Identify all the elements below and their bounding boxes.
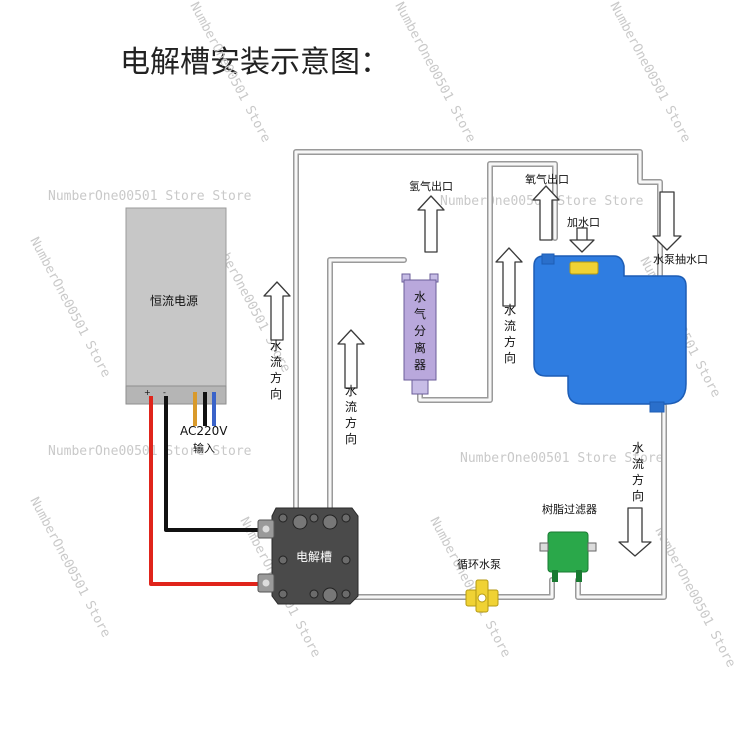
watermark-text: NumberOne00501 Store xyxy=(426,515,513,660)
terminal-screw xyxy=(262,525,270,533)
pump-impeller xyxy=(477,593,487,603)
terminal-negative: - xyxy=(163,388,166,397)
svg-text:水: 水 xyxy=(504,303,516,317)
watermark-text: NumberOne00501 Store xyxy=(26,495,113,640)
svg-text:方: 方 xyxy=(632,472,644,487)
svg-text:方: 方 xyxy=(345,415,357,430)
svg-text:向: 向 xyxy=(345,431,357,446)
terminal-positive: + xyxy=(144,388,151,397)
positive-wire xyxy=(149,396,266,586)
watermark-text: NumberOne00501 Store Store xyxy=(48,189,252,204)
outlet-fitting xyxy=(322,514,338,530)
tank-oxygen-outlet-fitting xyxy=(541,253,555,265)
watermark-text: NumberOne00501 Store xyxy=(606,0,693,145)
circulation-pump xyxy=(465,579,499,613)
separator-label: 器 xyxy=(414,358,426,372)
power-supply-label: 恒流电源 xyxy=(150,294,198,308)
flow-label-return: 水 流 方 向 xyxy=(632,441,644,503)
outlet-fitting xyxy=(292,514,308,530)
svg-text:方: 方 xyxy=(270,370,282,385)
separator-bottom-fitting xyxy=(411,379,429,395)
constant-current-power-supply: 恒流电源 + - AC220V 输入 xyxy=(125,207,228,455)
arrow-up-hydrogen-outlet xyxy=(417,195,445,253)
tank-outlet-fitting xyxy=(649,401,665,413)
arrow-up-left-flow xyxy=(263,281,291,341)
svg-text:向: 向 xyxy=(504,350,516,365)
electrolyzer-label: 电解槽 xyxy=(296,550,332,564)
bolt-heads xyxy=(278,513,351,599)
arrow-down-return-flow xyxy=(618,507,652,557)
diagram-title: 电解槽安装示意图： xyxy=(120,45,390,80)
terminal-screw xyxy=(262,579,270,587)
negative-wire xyxy=(164,396,266,532)
pipe-filter-to-pump xyxy=(493,577,555,600)
arrow-up-center-flow xyxy=(337,329,365,389)
resin-filter-label: 树脂过滤器 xyxy=(542,502,597,516)
svg-text:方: 方 xyxy=(504,334,516,349)
circulation-pump-label: 循环水泵 xyxy=(457,558,501,571)
water-tank xyxy=(533,253,687,413)
pipe-to-separator xyxy=(327,257,407,518)
svg-text:水: 水 xyxy=(270,339,282,353)
pipe-tank-to-filter xyxy=(575,403,667,600)
svg-text:水: 水 xyxy=(632,441,644,455)
filter-body xyxy=(547,531,589,573)
resin-filter xyxy=(539,531,597,582)
arrow-down-fill-port xyxy=(569,227,595,253)
flow-direction-labels: 水 流 方 向 水 流 方 向 水 流 方 向 水 流 方 向 xyxy=(270,303,644,503)
svg-text:流: 流 xyxy=(270,355,282,369)
hydrogen-outlet-label: 氢气出口 xyxy=(409,179,453,193)
svg-text:流: 流 xyxy=(632,457,644,471)
pump-suction-label: 水泵抽水口 xyxy=(653,252,708,266)
svg-text:流: 流 xyxy=(345,400,357,414)
svg-text:向: 向 xyxy=(632,488,644,503)
filter-bracket xyxy=(539,542,549,552)
oxygen-outlet-label: 氧气出口 xyxy=(525,172,569,186)
flow-label-center: 水 流 方 向 xyxy=(345,384,357,446)
svg-text:流: 流 xyxy=(504,319,516,333)
fill-cap xyxy=(569,261,599,275)
arrow-down-pump-suction xyxy=(652,191,682,251)
power-supply-terminal-strip xyxy=(125,385,227,405)
flow-arrows xyxy=(263,185,682,557)
flow-label-left: 水 流 方 向 xyxy=(270,339,282,401)
filter-port xyxy=(552,570,558,582)
inlet-fitting xyxy=(322,587,338,603)
wires xyxy=(149,392,266,586)
watermark-text: NumberOne00501 Store xyxy=(26,235,113,380)
power-supply-body xyxy=(125,207,227,387)
watermark-text: NumberOne00501 Store Store xyxy=(460,451,664,466)
separator-label: 离 xyxy=(414,340,426,355)
watermark-text: NumberOne00501 Store xyxy=(391,0,478,145)
separator-label: 分 xyxy=(414,324,426,338)
electrolyzer-body xyxy=(271,507,359,605)
tank-body xyxy=(533,255,687,405)
svg-text:向: 向 xyxy=(270,386,282,401)
fill-port-label: 加水口 xyxy=(567,216,600,229)
ac-input-sublabel: 输入 xyxy=(193,441,215,455)
filter-port xyxy=(576,570,582,582)
flow-label-right: 水 流 方 向 xyxy=(504,303,516,365)
component-labels: 氢气出口 氧气出口 加水口 水泵抽水口 树脂过滤器 循环水泵 xyxy=(409,172,708,571)
electrolyzer-cell: 电解槽 xyxy=(257,507,359,605)
gas-water-separator: 水 气 分 离 器 xyxy=(401,273,439,395)
filter-bracket xyxy=(587,542,597,552)
separator-body xyxy=(403,279,437,381)
ac-input-label: AC220V xyxy=(180,424,228,438)
svg-text:水: 水 xyxy=(345,384,357,398)
separator-label: 气 xyxy=(414,306,426,321)
separator-label: 水 xyxy=(414,290,426,304)
arrow-up-right-flow xyxy=(495,247,523,307)
arrow-up-oxygen-outlet xyxy=(532,185,560,241)
